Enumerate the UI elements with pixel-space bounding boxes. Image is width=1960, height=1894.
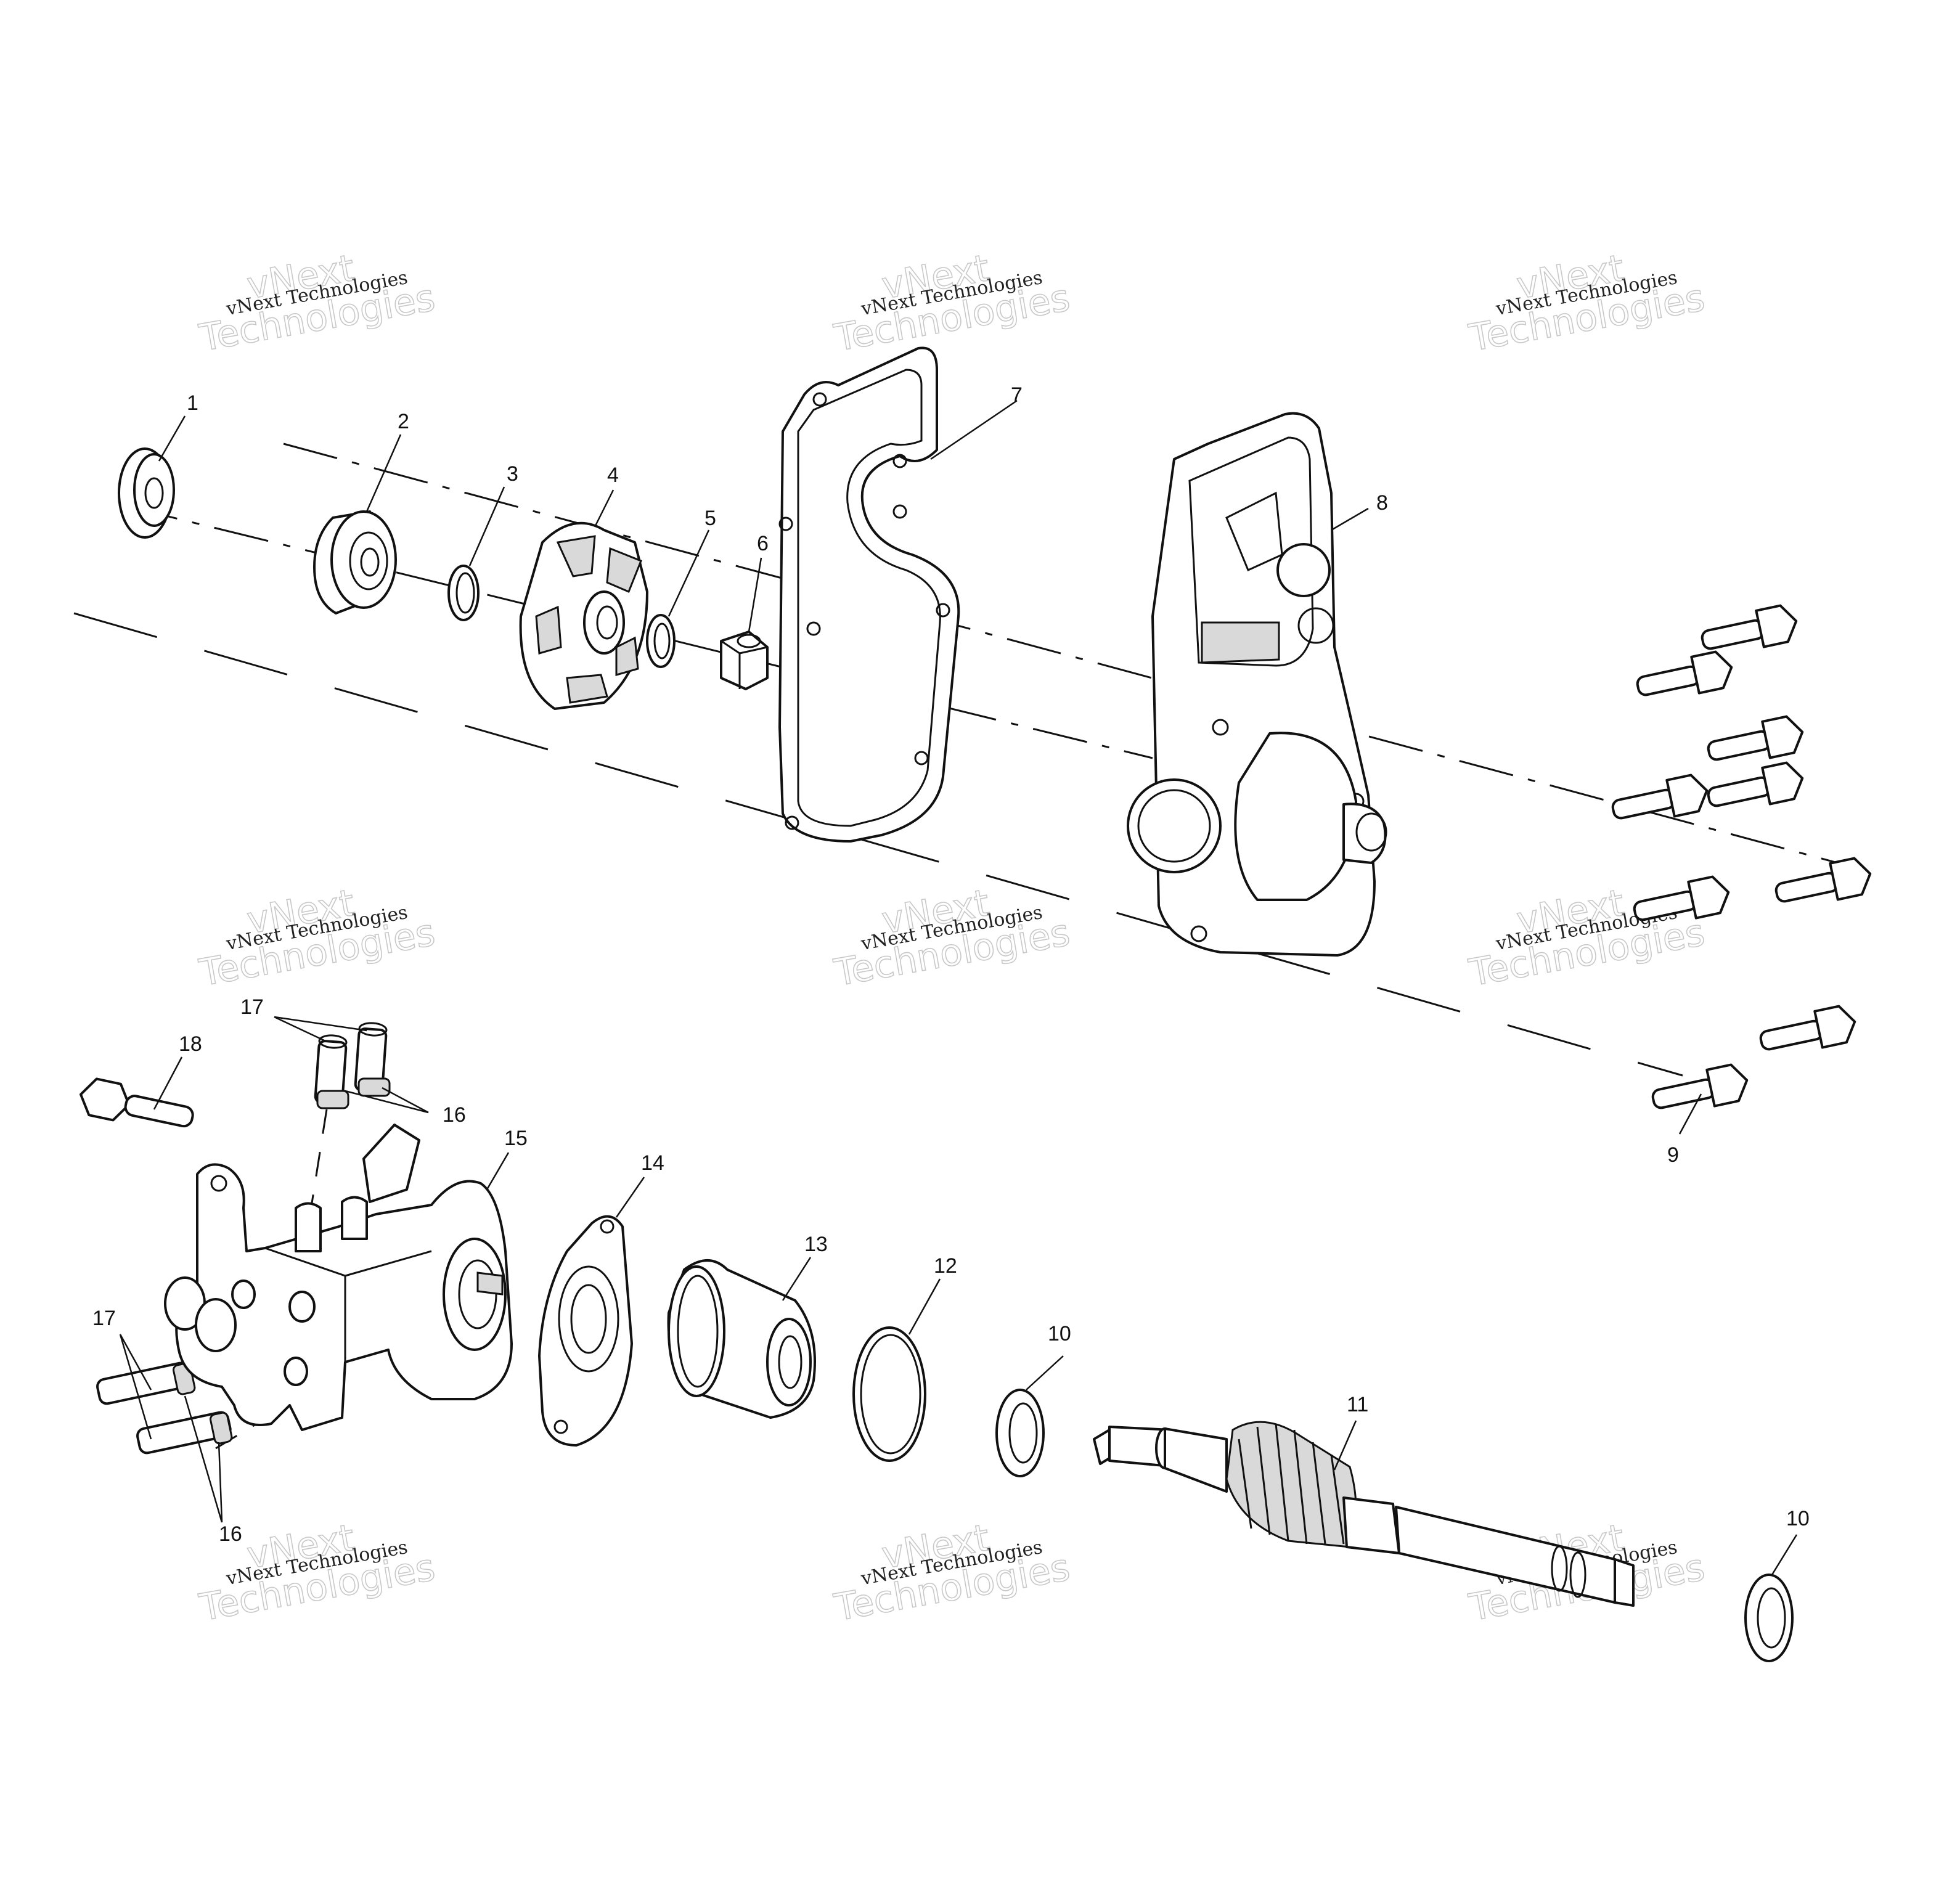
watermark-top-center: vNext Technologies vNext Technologies <box>830 246 1073 361</box>
part-4-impeller <box>519 521 648 710</box>
callout-labels: 1 2 3 4 5 6 7 8 9 10 10 11 12 13 14 15 1… <box>92 383 1810 1546</box>
part-6-nut <box>720 631 769 690</box>
callout-6: 6 <box>757 532 769 555</box>
callout-5: 5 <box>704 507 716 530</box>
callout-17a: 17 <box>240 995 264 1019</box>
watermark-bottom-center: vNext Technologies vNext Technologies <box>830 1516 1073 1630</box>
leader-18 <box>153 1056 183 1110</box>
part-11-shaft-gear <box>1093 1421 1635 1607</box>
bolt-6 <box>1774 857 1872 903</box>
leader-1 <box>158 415 186 462</box>
bolt-9 <box>1651 1063 1749 1109</box>
watermark-mid-left: vNext Technologies vNext Technologies <box>195 881 438 995</box>
leader-16a-1 <box>345 1090 429 1114</box>
part-9-bolts <box>1611 604 1872 1109</box>
leader-14 <box>615 1177 645 1218</box>
watermark-top-right: vNext Technologies vNext Technologies <box>1465 246 1708 361</box>
part-13-sleeve <box>667 1259 816 1419</box>
callout-3: 3 <box>507 462 518 486</box>
watermark-mid-center: vNext Technologies vNext Technologies <box>830 881 1073 995</box>
part-3-o-ring <box>447 565 480 621</box>
callout-14: 14 <box>641 1151 664 1175</box>
part-16-clamps-lower <box>172 1362 233 1445</box>
bolt-2 <box>1636 650 1733 696</box>
callout-18: 18 <box>179 1032 202 1056</box>
callout-8: 8 <box>1376 491 1388 515</box>
callout-9: 9 <box>1667 1143 1679 1167</box>
leader-10b <box>1771 1534 1798 1575</box>
bolt-3 <box>1707 715 1804 761</box>
part-2-bearing <box>313 510 397 614</box>
part-18-bolt <box>79 1077 194 1128</box>
leader-2 <box>365 434 402 512</box>
leader-5 <box>668 529 710 617</box>
watermark-mid-right: vNext Technologies vNext Technologies <box>1465 881 1708 995</box>
callout-17b: 17 <box>92 1307 116 1330</box>
leader-11 <box>1333 1420 1357 1471</box>
watermark-top-left: vNext Technologies vNext Technologies <box>195 246 438 361</box>
axis-line-shaft <box>123 504 1153 759</box>
part-10-washer-right <box>1744 1574 1794 1662</box>
callout-10b: 10 <box>1786 1507 1810 1530</box>
leader-16b-2 <box>218 1442 223 1523</box>
callout-12: 12 <box>934 1254 957 1278</box>
leader-17b-1 <box>119 1334 152 1390</box>
leader-6 <box>748 557 762 632</box>
watermark-group: vNext Technologies vNext Technologies vN… <box>195 246 1708 1630</box>
leader-12 <box>908 1278 941 1335</box>
callout-11: 11 <box>1347 1393 1368 1416</box>
callout-7: 7 <box>1011 383 1023 407</box>
part-15-pump-body <box>164 1124 513 1431</box>
part-8-pump-housing <box>1127 412 1387 957</box>
axis-line-upper <box>283 443 1850 867</box>
callout-1: 1 <box>187 391 198 415</box>
part-1-seal <box>118 447 175 539</box>
axis-line-lower <box>73 612 1683 1077</box>
leader-3 <box>468 486 505 566</box>
leader-4 <box>594 489 615 528</box>
callout-16a: 16 <box>443 1103 466 1127</box>
part-5-washer <box>646 614 676 668</box>
leader-16a-2 <box>382 1087 429 1114</box>
leader-7 <box>930 399 1018 460</box>
part-10-washer-left <box>995 1389 1045 1477</box>
bolt-5 <box>1611 774 1709 820</box>
leader-17a-1 <box>274 1016 327 1043</box>
leader-13 <box>782 1257 812 1301</box>
leader-17a-2 <box>274 1016 367 1032</box>
callout-15: 15 <box>504 1127 528 1150</box>
bolt-8 <box>1759 1005 1856 1051</box>
leader-8 <box>1331 507 1369 531</box>
part-14-pump-gasket <box>538 1215 633 1447</box>
callout-16b: 16 <box>219 1522 242 1546</box>
part-16-clamps-upper <box>316 1077 391 1109</box>
leader-15 <box>486 1152 510 1190</box>
bolt-7 <box>1633 875 1730 921</box>
callout-4: 4 <box>607 463 619 487</box>
leader-17b-2 <box>119 1334 152 1440</box>
callout-10a: 10 <box>1048 1322 1071 1345</box>
callout-2: 2 <box>398 410 409 433</box>
part-7-gasket <box>778 346 960 843</box>
leader-16b-1 <box>184 1395 223 1523</box>
callout-13: 13 <box>804 1233 828 1256</box>
leader-lines <box>119 399 1798 1575</box>
bolt-4 <box>1707 761 1804 807</box>
leader-10a <box>1026 1355 1064 1390</box>
leader-9 <box>1678 1093 1702 1135</box>
part-12-o-ring <box>852 1326 926 1462</box>
bolt-1 <box>1701 604 1798 650</box>
